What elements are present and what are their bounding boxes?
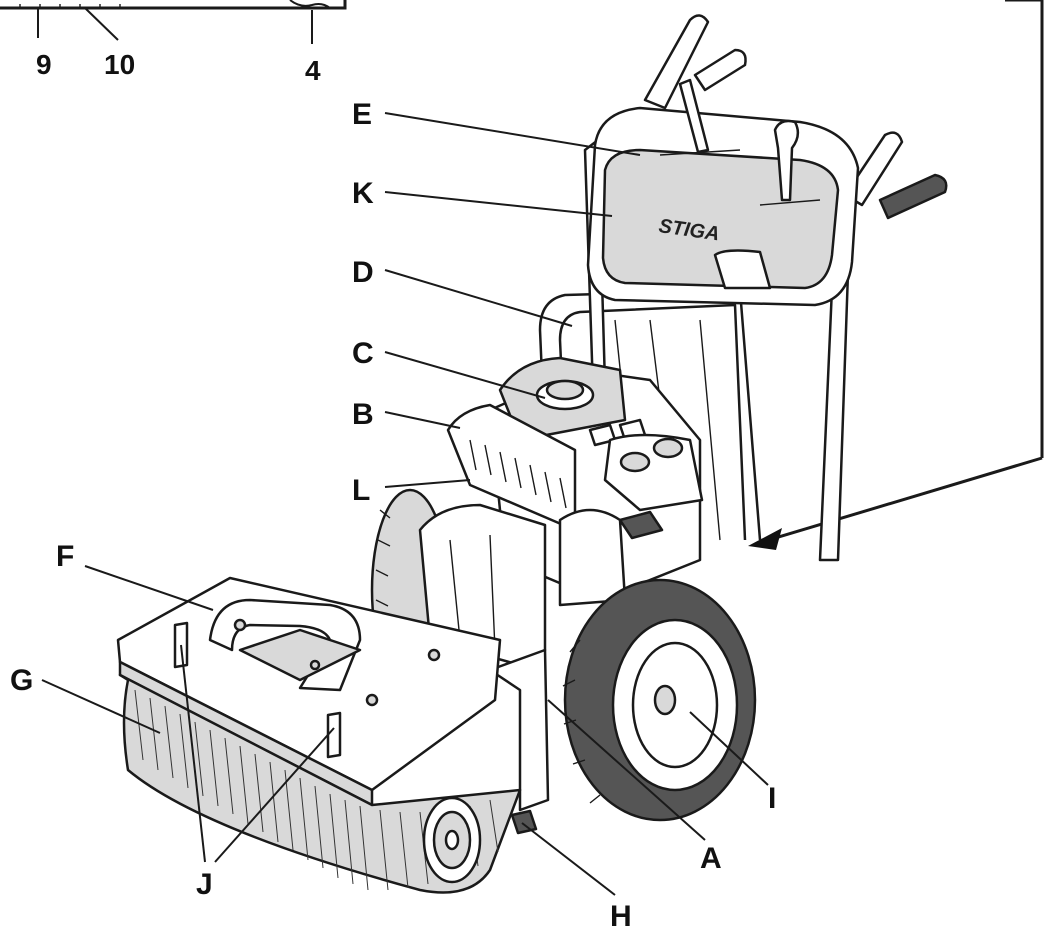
callout-F: F <box>56 540 74 573</box>
callout-H: H <box>610 900 632 933</box>
engine <box>418 356 704 667</box>
leader-L <box>384 479 471 488</box>
leader-C <box>384 351 546 399</box>
callout-C: C <box>352 337 374 370</box>
callout-J: J <box>196 868 213 901</box>
callout-D: D <box>352 256 374 289</box>
callout-L: L <box>352 474 370 507</box>
leader-D <box>384 269 573 327</box>
callout-A: A <box>700 842 722 875</box>
leader-A <box>547 699 706 841</box>
detail-frame-arrow <box>748 0 1044 550</box>
leader-F <box>84 565 214 611</box>
leader-B <box>384 411 461 429</box>
inset-label-4: 4 <box>305 55 321 86</box>
callout-I: I <box>768 782 776 815</box>
callout-B: B <box>352 398 374 431</box>
leader-lines <box>41 112 769 896</box>
inset-frame <box>0 0 347 44</box>
callout-G: G <box>10 664 33 697</box>
leader-I <box>689 711 769 786</box>
callout-K: K <box>352 177 374 210</box>
leader-K <box>384 191 613 217</box>
sweeper-machine: STIGA <box>116 14 948 894</box>
callout-E: E <box>352 98 372 131</box>
sweeper-deck <box>116 576 550 894</box>
leader-G <box>41 679 161 734</box>
right-wheel <box>562 578 757 822</box>
leader-E <box>384 112 641 156</box>
leader-J1 <box>180 644 206 863</box>
leader-H <box>521 822 616 896</box>
arrow-head-icon <box>748 528 782 550</box>
leader-J2 <box>214 727 335 863</box>
inset-label-10: 10 <box>104 49 135 80</box>
inset-label-9: 9 <box>36 49 52 80</box>
